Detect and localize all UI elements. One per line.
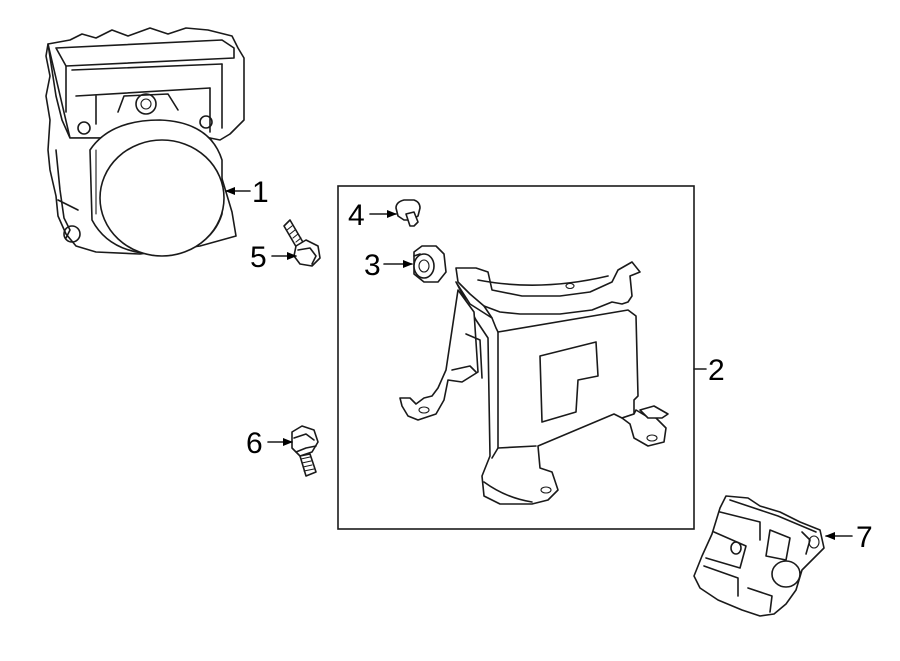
callout-1: 1	[252, 176, 269, 209]
callout-4: 4	[348, 199, 365, 232]
abs-modulator-part[interactable]	[45, 27, 245, 257]
bracket-assembly-box	[337, 185, 695, 530]
callout-5: 5	[250, 241, 267, 274]
mounting-bracket-part[interactable]	[399, 261, 669, 505]
callout-3: 3	[364, 249, 381, 282]
grommet-part-4[interactable]	[395, 199, 421, 227]
callout-2: 2	[708, 354, 725, 387]
bushing-part-3[interactable]	[413, 245, 447, 283]
callout-7: 7	[856, 521, 873, 554]
callout-6: 6	[246, 427, 263, 460]
callout-arrows	[225, 187, 853, 540]
bolt-part-5[interactable]	[283, 219, 321, 267]
bolt-part-6[interactable]	[291, 425, 319, 477]
control-module-part-7[interactable]	[693, 495, 825, 617]
